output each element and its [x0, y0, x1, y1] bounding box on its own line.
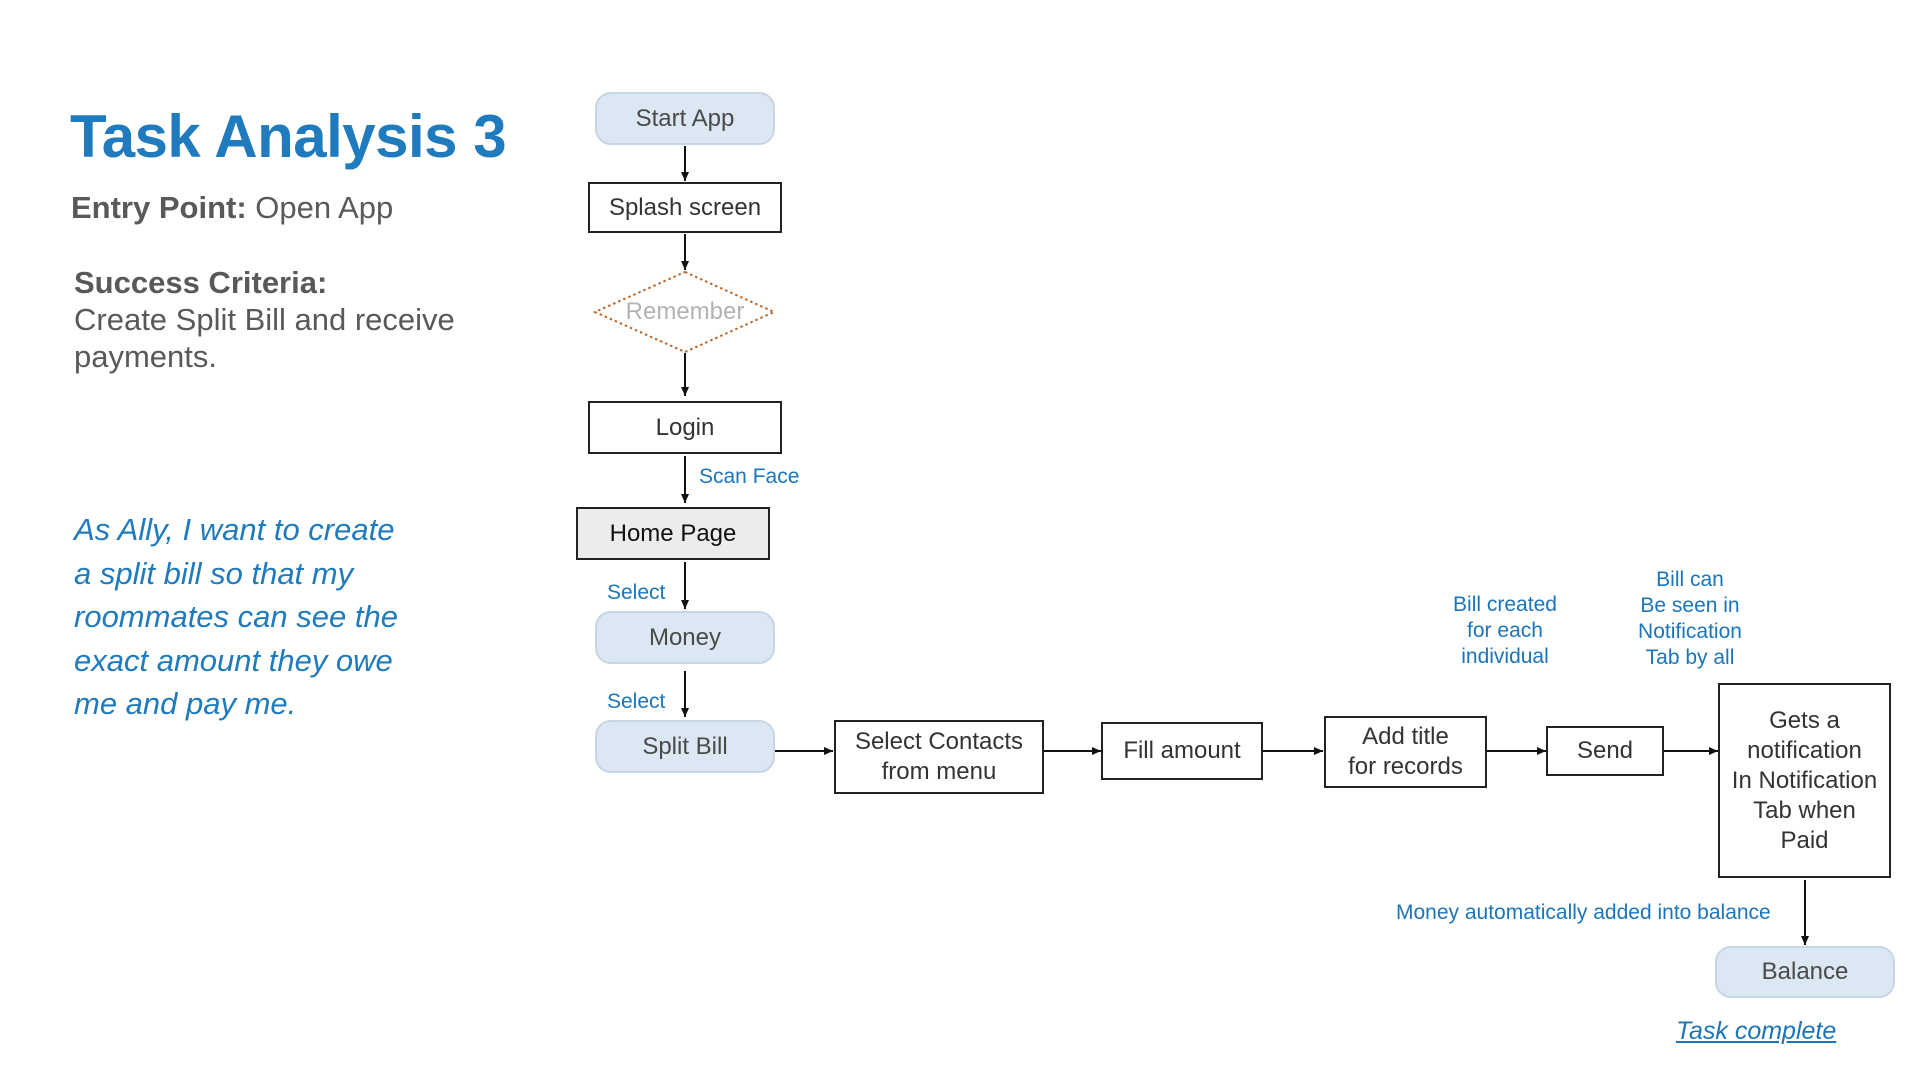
label-bill-created: Bill created for each individual — [1453, 593, 1557, 668]
entry-point-label: Entry Point: — [71, 190, 247, 225]
decision-diamond — [592, 270, 777, 354]
node-start-app: Start App — [595, 92, 775, 145]
label-bill-seen: Bill can Be seen in Notification Tab by … — [1638, 568, 1742, 669]
node-splash-screen: Splash screen — [588, 182, 782, 233]
node-balance: Balance — [1715, 946, 1895, 998]
node-select-contacts: Select Contacts from menu — [834, 720, 1044, 794]
success-criteria-value: Create Split Bill and receive payments. — [74, 302, 455, 374]
page-title: Task Analysis 3 — [70, 103, 507, 170]
node-home-page: Home Page — [576, 507, 770, 560]
success-criteria: Success Criteria:Create Split Bill and r… — [74, 264, 514, 375]
label-select-money: Select — [607, 581, 666, 604]
user-story: As Ally, I want to create a split bill s… — [74, 512, 398, 721]
node-notification: Gets a notification In Notification Tab … — [1718, 683, 1891, 878]
entry-point: Entry Point: Open App — [71, 190, 393, 226]
node-split-bill: Split Bill — [595, 720, 775, 773]
node-login: Login — [588, 401, 782, 454]
node-fill-amount: Fill amount — [1101, 722, 1263, 780]
node-add-title: Add title for records — [1324, 716, 1487, 788]
entry-point-value: Open App — [246, 190, 394, 225]
node-remember: Remember — [625, 298, 745, 325]
label-scan-face: Scan Face — [699, 465, 800, 488]
label-money-added: Money automatically added into balance — [1396, 901, 1771, 924]
label-select-split: Select — [607, 690, 666, 713]
node-send: Send — [1546, 726, 1664, 776]
success-criteria-label: Success Criteria: — [74, 265, 328, 300]
node-money: Money — [595, 611, 775, 664]
task-complete-link[interactable]: Task complete — [1676, 1017, 1837, 1045]
